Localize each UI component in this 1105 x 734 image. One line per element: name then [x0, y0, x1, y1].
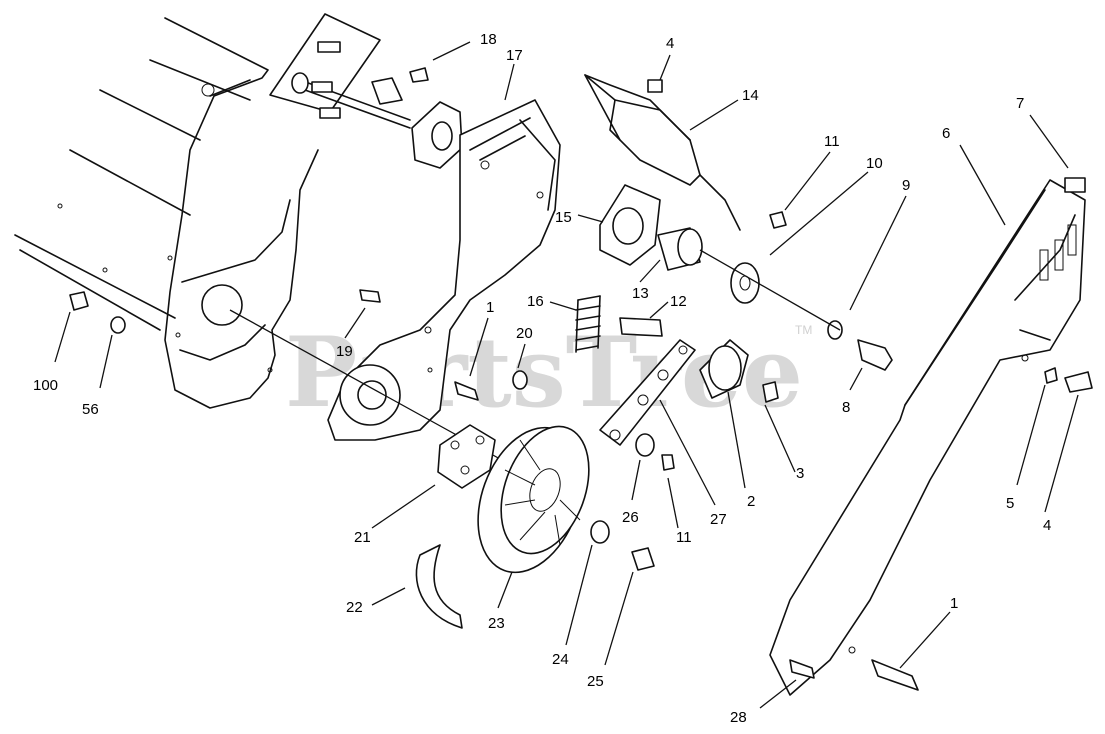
callout-20: 20 — [516, 325, 533, 342]
bearing-flange — [599, 184, 703, 271]
spring-and-stud — [575, 295, 663, 353]
callout-21: 21 — [354, 529, 371, 546]
callout-28: 28 — [730, 709, 747, 726]
callout-27: 27 — [710, 511, 727, 528]
callout-6: 6 — [942, 125, 950, 142]
callout-3: 3 — [796, 465, 804, 482]
callout-100: 100 — [33, 377, 58, 394]
callout-15: 15 — [555, 209, 572, 226]
callout-labels: 18 17 4 14 7 6 11 10 9 15 13 16 12 1 20 … — [33, 31, 1051, 726]
callout-1-middle: 1 — [486, 299, 494, 316]
callout-18: 18 — [480, 31, 497, 48]
callout-4-top: 4 — [666, 35, 674, 52]
callout-16: 16 — [527, 293, 544, 310]
callout-56: 56 — [82, 401, 99, 418]
left-hardware — [69, 291, 126, 334]
callout-5: 5 — [1006, 495, 1014, 512]
leader-lines — [54, 41, 1079, 709]
idler-bracket — [584, 74, 741, 231]
chain-case-plate — [327, 99, 561, 441]
watermark-trademark: TM — [795, 323, 812, 337]
shaft-assembly — [269, 13, 463, 169]
belt — [415, 544, 463, 629]
large-pulley — [477, 425, 590, 574]
callout-4-right: 4 — [1043, 517, 1051, 534]
callout-25: 25 — [587, 673, 604, 690]
callout-13: 13 — [632, 285, 649, 302]
idler-arm — [599, 339, 779, 471]
callout-2: 2 — [747, 493, 755, 510]
callout-11-top: 11 — [824, 133, 840, 150]
callout-17: 17 — [506, 47, 523, 64]
callout-12: 12 — [670, 293, 687, 310]
callout-11-bottom: 11 — [676, 529, 692, 546]
frame-housing — [14, 17, 319, 409]
callout-19: 19 — [336, 343, 353, 360]
callout-8: 8 — [842, 399, 850, 416]
callout-10: 10 — [866, 155, 883, 172]
belt-cover — [769, 177, 1093, 696]
pulley-hardware — [590, 520, 655, 571]
callout-7: 7 — [1016, 95, 1024, 112]
callout-1-bottom: 1 — [950, 595, 958, 612]
callout-14: 14 — [742, 87, 759, 104]
callout-26: 26 — [622, 509, 639, 526]
upper-hardware — [699, 211, 893, 371]
callout-9: 9 — [902, 177, 910, 194]
callout-22: 22 — [346, 599, 363, 616]
callout-24: 24 — [552, 651, 569, 668]
callout-23: 23 — [488, 615, 505, 632]
